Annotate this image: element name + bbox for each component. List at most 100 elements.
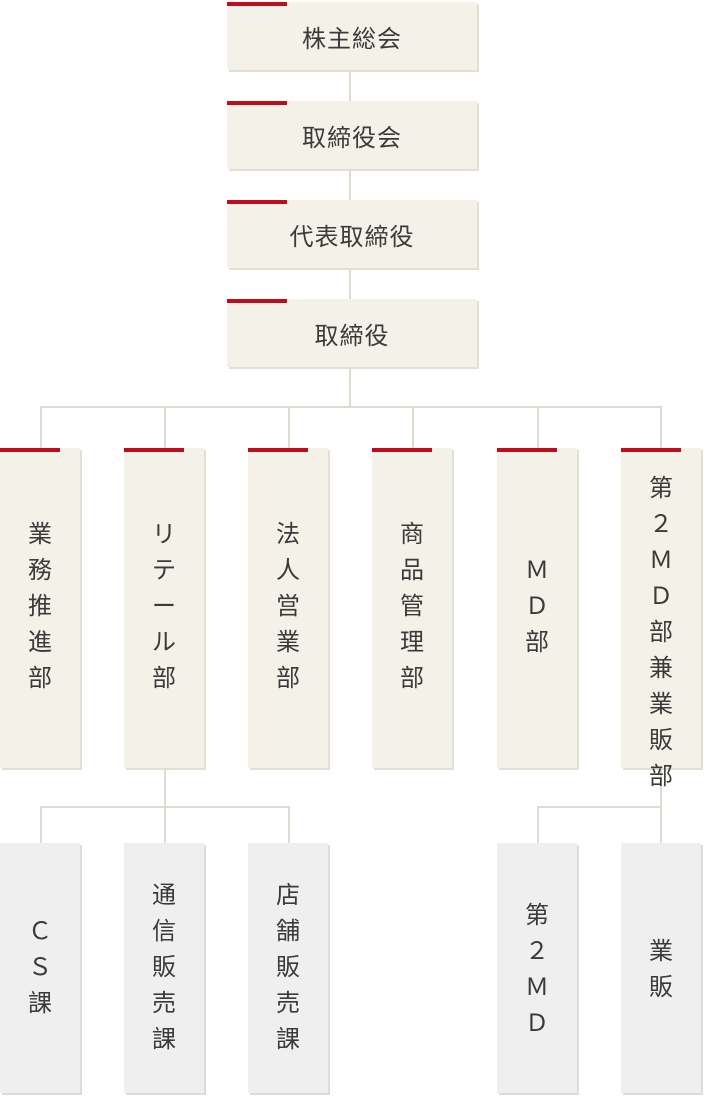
node-dept-product-management: 商品管理部 [372,448,452,768]
node-label: 代表取締役 [289,222,415,251]
label-char: 法 [276,520,300,548]
node-accent-bar [248,448,308,452]
node-accent-bar [621,448,681,452]
node-accent-bar [227,200,287,204]
label-char: 商 [400,520,424,548]
node-label-vertical: 通信販売課 [124,877,204,1057]
node-label-vertical: リテール部 [124,516,204,696]
label-char: 進 [28,628,52,656]
node-section-wholesale: 業販 [621,843,701,1093]
node-accent-bar [227,2,287,6]
connector-drop-dept-4 [412,406,414,450]
label-char: 部 [649,618,673,646]
connector-md2-horizontal [537,806,662,808]
label-char: 管 [400,592,424,620]
node-shareholders-meeting: 株主総会 [227,2,477,70]
node-label: 株主総会 [302,24,402,53]
label-char: 理 [400,628,424,656]
node-dept-corporate-sales: 法人営業部 [248,448,328,768]
node-section-store-sales: 店舗販売課 [248,843,328,1093]
label-char: ル [152,628,176,656]
label-char: 通 [152,881,176,909]
label-char: 舗 [276,917,300,945]
connector-md2-down [660,768,662,808]
label-char: 部 [649,762,673,790]
label-char: 業 [649,937,673,965]
label-char: 業 [276,628,300,656]
node-accent-bar [227,299,287,303]
connector-drop-section-4 [537,806,539,844]
label-char: 部 [276,664,300,692]
label-char: 販 [152,953,176,981]
label-char: 売 [152,989,176,1017]
connector-drop-dept-5 [537,406,539,450]
connector-drop-dept-3 [288,406,290,450]
connector-drop-dept-2 [164,406,166,450]
node-label-vertical: 店舗販売課 [248,877,328,1057]
label-char: 第 [649,474,673,502]
node-accent-bar [227,101,287,105]
label-char: Ｍ [525,973,549,1001]
label-char: 販 [649,726,673,754]
label-char: 部 [28,664,52,692]
node-label-vertical: 商品管理部 [372,516,452,696]
connector-drop-section-5 [660,806,662,844]
node-accent-bar [124,448,184,452]
node-dept-retail: リテール部 [124,448,204,768]
connector-drop-dept-1 [40,406,42,450]
label-char: 課 [28,989,52,1017]
label-char: 人 [276,556,300,584]
connector-horizontal-departments [40,406,662,408]
label-char: 売 [276,989,300,1017]
label-char: Ｍ [649,546,673,574]
label-char: Ｄ [525,1009,549,1037]
label-char: 第 [525,901,549,929]
connector-retail-down [164,768,166,808]
node-accent-bar [372,448,432,452]
label-char: 部 [525,628,549,656]
label-char: リ [152,520,176,548]
node-accent-bar [497,448,557,452]
node-label-vertical: 業販 [621,933,701,1005]
connector-drop-section-2 [164,806,166,844]
node-board-of-directors: 取締役会 [227,101,477,169]
label-char: 部 [400,664,424,692]
label-char: 業 [649,690,673,718]
node-label: 取締役会 [302,123,402,152]
label-char: Ｃ [28,917,52,945]
label-char: ２ [525,937,549,965]
label-char: Ｓ [28,953,52,981]
connector-drop-section-3 [288,806,290,844]
node-section-mail-order: 通信販売課 [124,843,204,1093]
connector-drop-section-1 [40,806,42,844]
label-char: 課 [276,1025,300,1053]
node-dept-business-promotion: 業務推進部 [0,448,80,768]
label-char: テ [152,556,176,584]
node-label-vertical: 業務推進部 [0,516,80,696]
label-char: 課 [152,1025,176,1053]
label-char: ２ [649,510,673,538]
label-char: 部 [152,664,176,692]
node-label-vertical: 法人営業部 [248,516,328,696]
node-representative-director: 代表取締役 [227,200,477,268]
label-char: 品 [400,556,424,584]
label-char: 販 [649,973,673,1001]
label-char: 兼 [649,654,673,682]
label-char: Ｍ [525,556,549,584]
label-char: 務 [28,556,52,584]
label-char: Ｄ [525,592,549,620]
node-director: 取締役 [227,299,477,367]
node-accent-bar [0,448,60,452]
label-char: 営 [276,592,300,620]
node-label: 取締役 [314,321,390,350]
label-char: Ｄ [649,582,673,610]
label-char: 販 [276,953,300,981]
